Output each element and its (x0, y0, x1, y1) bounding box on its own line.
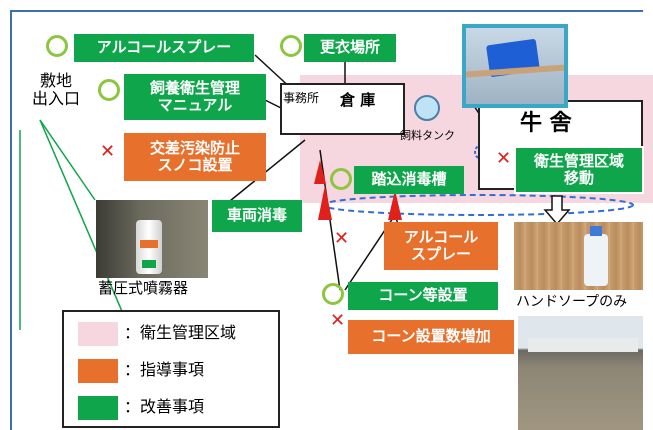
cross-icon: ✕ (330, 310, 346, 331)
check-circle-icon (330, 168, 352, 190)
cross-icon: ✕ (334, 228, 350, 249)
hygiene-manual-box: 飼養衛生管理 マニュアル (124, 74, 266, 120)
cross-icon: ✕ (496, 148, 512, 169)
legend-label-hygiene-zone: ：衛生管理区域 (124, 323, 237, 342)
legend-swatch-guidance (78, 359, 118, 383)
alcohol-spray-box: アルコールスプレー (74, 34, 254, 62)
vehicle-disinfection-box: 車両消毒 (212, 200, 302, 232)
warehouse-label: 倉 庫 (340, 91, 376, 109)
legend-label-improvement: ：改善事項 (124, 397, 205, 416)
changing-room-box: 更衣場所 (304, 34, 396, 62)
ground-photo (518, 316, 643, 430)
office-label: 事務所 (283, 91, 320, 105)
cone-install-box: コーン等設置 (348, 282, 498, 310)
check-circle-icon (46, 35, 68, 57)
handsoap-photo (514, 222, 643, 290)
footbath-box: 踏込消毒槽 (354, 166, 464, 194)
hygiene-zone-move-box: 衛生管理区域 移動 (514, 146, 644, 194)
feed-tank-label: 飼料タンク (400, 129, 455, 142)
check-circle-icon (280, 35, 302, 57)
site-entrance-label: 敷地 出入口 (32, 71, 81, 108)
feed-tank-icon (414, 95, 440, 121)
basket-photo (462, 24, 568, 108)
legend-label-guidance: ：指導事項 (124, 360, 205, 379)
sprayer-photo (96, 200, 208, 278)
legend-swatch-improvement (78, 396, 118, 420)
cone-increase-box: コーン設置数増加 (348, 320, 514, 354)
office-warehouse-building (280, 83, 405, 135)
barn-label: 牛 舎 (520, 111, 572, 136)
check-circle-icon (322, 283, 344, 305)
legend-box: ：衛生管理区域 ：指導事項 ：改善事項 (62, 310, 280, 428)
sprayer-caption: 蓄圧式噴霧器 (98, 279, 189, 297)
check-circle-icon (98, 79, 120, 101)
legend-swatch-hygiene-zone (78, 322, 118, 346)
cross-icon: ✕ (100, 141, 116, 162)
diagram-frame (10, 10, 643, 430)
cross-contamination-box: 交差汚染防止 スノコ設置 (124, 133, 266, 181)
handsoap-caption: ハンドソープのみ (516, 294, 628, 310)
alcohol-spray-orange-box: アルコール スプレー (384, 222, 498, 270)
